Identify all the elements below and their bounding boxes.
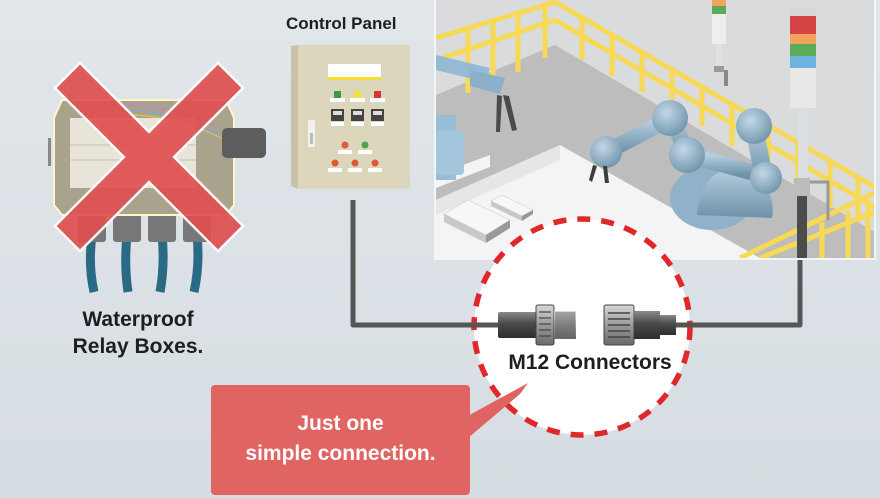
relay-box-label: Waterproof Relay Boxes. bbox=[58, 306, 218, 360]
panel-display bbox=[328, 64, 381, 77]
tower-light-segment bbox=[790, 68, 816, 108]
button-label bbox=[338, 150, 352, 154]
panel-indicators bbox=[330, 91, 385, 102]
callout-line1: Just one bbox=[297, 412, 384, 435]
push-button bbox=[331, 159, 339, 167]
button-label bbox=[358, 150, 372, 154]
safety-railing-front bbox=[738, 190, 874, 258]
relay-box-cables bbox=[85, 234, 203, 293]
indicator-label bbox=[330, 98, 345, 102]
panel-buttons bbox=[328, 141, 382, 172]
relay-label-line1: Waterproof bbox=[82, 308, 194, 331]
callout-pointer bbox=[464, 383, 528, 438]
tower-light-segment bbox=[790, 34, 816, 44]
control-panel-label: Control Panel bbox=[286, 14, 397, 33]
tower-light-segment bbox=[790, 8, 816, 16]
indicator-label bbox=[370, 98, 385, 102]
callout-box: Just one simple connection. bbox=[211, 385, 470, 495]
not-needed-cross-icon bbox=[53, 61, 245, 253]
industrial-robot-right bbox=[589, 100, 782, 230]
tower-cable bbox=[797, 196, 807, 258]
tower-light-segment bbox=[790, 16, 816, 34]
side-cable-gland bbox=[222, 128, 266, 158]
push-button bbox=[361, 141, 369, 149]
m12-connector-female bbox=[603, 304, 700, 346]
panel-switches bbox=[331, 109, 384, 126]
cable-tower-light bbox=[694, 260, 803, 328]
tower-light-segment bbox=[790, 56, 816, 68]
m12-connectors-label: M12 Connectors bbox=[508, 351, 672, 374]
indicator-lamp bbox=[334, 91, 341, 98]
tower-pole bbox=[798, 108, 808, 180]
button-label bbox=[368, 168, 382, 172]
relay-label-line2: Relay Boxes. bbox=[72, 335, 204, 358]
control-panel bbox=[291, 45, 410, 189]
signal-tower-small bbox=[712, 0, 728, 86]
cable-control-panel bbox=[350, 200, 500, 328]
signal-tower-large bbox=[790, 8, 816, 180]
button-label bbox=[348, 168, 362, 172]
callout-line2: simple connection. bbox=[245, 442, 436, 465]
push-button bbox=[371, 159, 379, 167]
push-button bbox=[351, 159, 359, 167]
indicator-label bbox=[350, 98, 365, 102]
button-label bbox=[328, 168, 342, 172]
tower-light-segment bbox=[790, 44, 816, 56]
push-button bbox=[341, 141, 349, 149]
indicator-lamp bbox=[374, 91, 381, 98]
factory-scene bbox=[434, 0, 876, 260]
indicator-lamp bbox=[354, 91, 361, 98]
industrial-robot-left bbox=[436, 55, 517, 180]
m12-connector-male bbox=[470, 304, 576, 346]
